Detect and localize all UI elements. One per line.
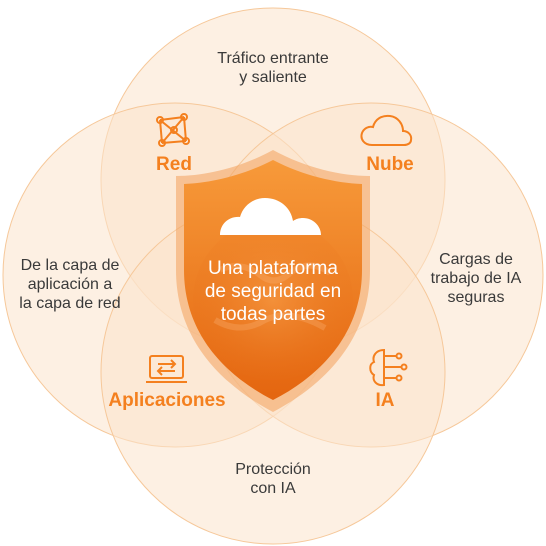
shield xyxy=(176,150,370,412)
node-label-red: Red xyxy=(156,154,192,175)
label-top: Tráfico entrante y saliente xyxy=(217,50,329,86)
label-bottom: Protección con IA xyxy=(235,461,311,497)
network-icon xyxy=(156,113,190,147)
node-label-ia: IA xyxy=(375,390,395,411)
brain-circuit-icon xyxy=(369,348,408,387)
globe-graphic xyxy=(193,220,353,380)
label-left: De la capa de aplicación a la capa de re… xyxy=(19,257,121,312)
cloud-icon xyxy=(220,198,321,235)
node-label-aplicaciones: Aplicaciones xyxy=(108,390,226,411)
cloud-outline-icon xyxy=(360,114,413,146)
app-window-icon xyxy=(146,355,187,383)
center-text: Una plataforma de seguridad en todas par… xyxy=(204,258,342,325)
label-right: Cargas de trabajo de IA seguras xyxy=(430,251,522,306)
node-label-nube: Nube xyxy=(366,154,414,175)
